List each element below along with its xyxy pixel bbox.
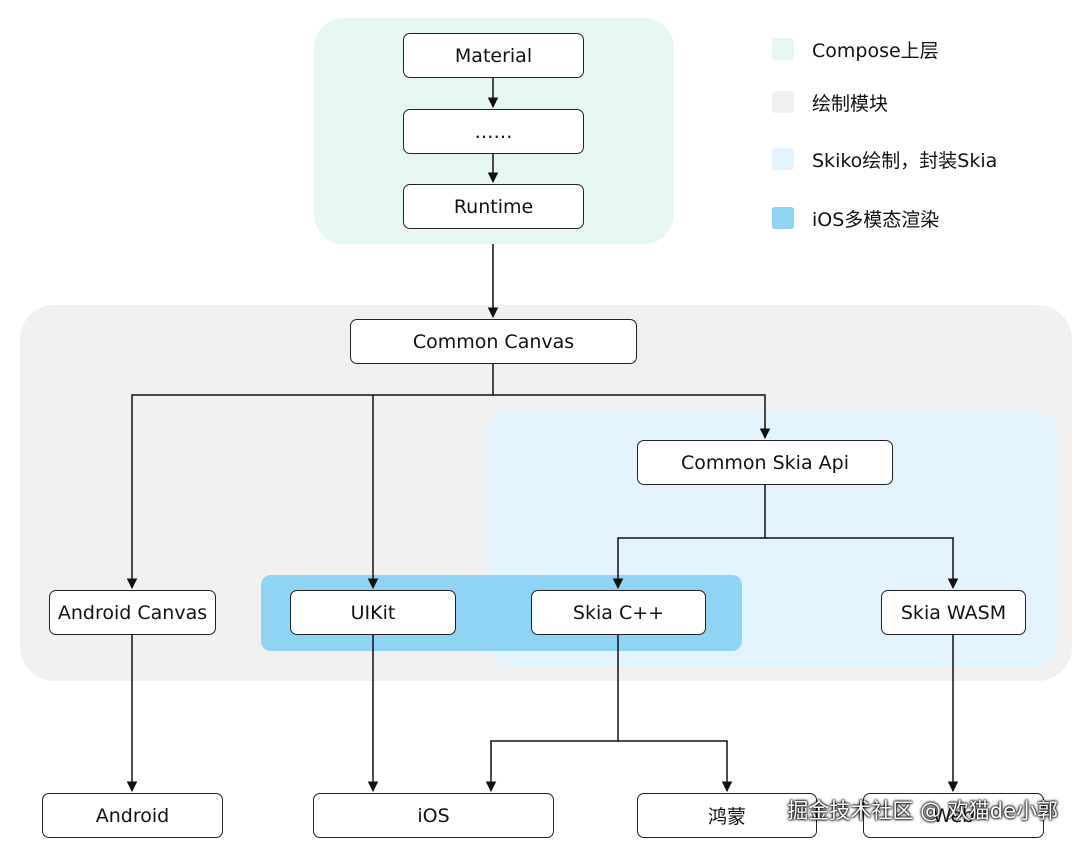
node-skia-cpp: Skia C++ <box>531 590 706 635</box>
edge-common-canvas-to-common-skia-api <box>493 394 771 440</box>
node-hongmeng: 鸿蒙 <box>637 793 817 838</box>
legend-swatch-ios-multimodal <box>772 207 794 229</box>
node-android: Android <box>42 793 223 838</box>
edge-common-skia-api-to-skia-cpp <box>612 485 766 590</box>
legend-label-drawing-module: 绘制模块 <box>812 93 889 115</box>
node-ios: iOS <box>313 793 554 838</box>
node-common-canvas: Common Canvas <box>350 319 637 364</box>
watermark-text: 掘金技术社区 @ 欢猫de小郭 <box>787 799 1058 823</box>
node-android-canvas: Android Canvas <box>49 590 216 635</box>
node-common-skia-api: Common Skia Api <box>637 440 893 485</box>
node-material: Material <box>403 33 584 78</box>
edge-common-skia-api-to-skia-wasm <box>765 537 959 590</box>
edge-skia-cpp-to-ios <box>485 635 619 793</box>
node-runtime: Runtime <box>403 184 584 229</box>
legend-swatch-compose-upper <box>772 38 794 60</box>
legend-swatch-skiko <box>772 148 794 170</box>
node-uikit: UIKit <box>290 590 456 635</box>
node-skia-wasm: Skia WASM <box>881 590 1026 635</box>
legend-label-compose-upper: Compose上层 <box>812 40 939 62</box>
legend-label-ios-multimodal: iOS多模态渲染 <box>812 209 940 231</box>
legend-swatch-drawing-module <box>772 91 794 113</box>
legend-label-skiko: Skiko绘制，封装Skia <box>812 150 998 172</box>
edge-common-canvas-to-android-canvas <box>126 364 494 590</box>
edge-skia-cpp-to-hongmeng <box>618 740 733 793</box>
node-ellipsis: …… <box>403 109 584 154</box>
node-web: Web <box>863 793 1044 838</box>
